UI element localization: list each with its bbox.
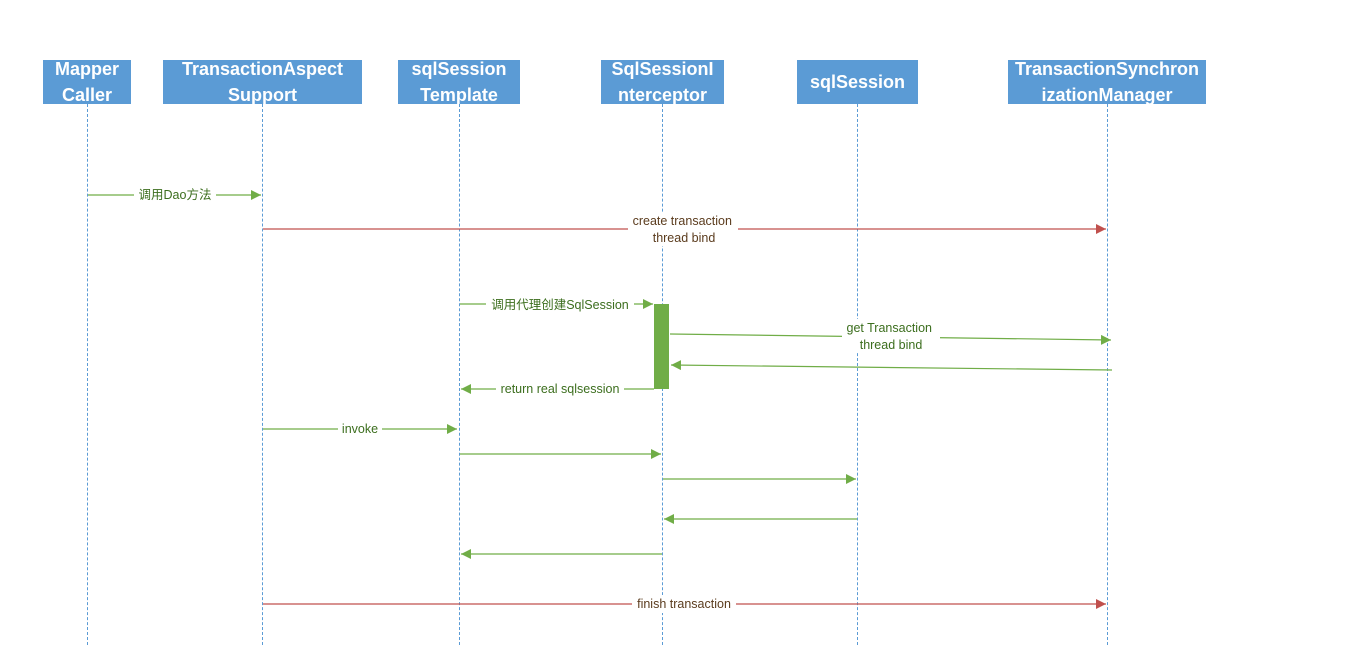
message-create-transaction: create transaction thread bind bbox=[263, 212, 1106, 246]
message-call-dao: 调用Dao方法 bbox=[88, 186, 261, 204]
participant-transaction-aspect-support: TransactionAspect Support bbox=[163, 59, 362, 105]
message-label: invoke bbox=[342, 422, 378, 436]
participant-label: sqlSession Template bbox=[411, 59, 507, 105]
message-return-transaction bbox=[670, 360, 1113, 371]
message-label-line: thread bind bbox=[653, 231, 716, 245]
message-label-line: create transaction bbox=[633, 214, 732, 228]
participant-transaction-synchronization-manager: TransactionSynchron izationManager bbox=[1008, 59, 1206, 105]
lifeline-transaction-aspect-support bbox=[262, 104, 263, 645]
message-label-line: get Transaction bbox=[847, 321, 933, 335]
message-label: 调用Dao方法 bbox=[139, 187, 212, 202]
lifeline-transaction-synchronization-manager bbox=[1107, 104, 1108, 645]
participant-label: SqlSessionI nterceptor bbox=[611, 59, 714, 105]
message-label: get Transaction thread bind bbox=[847, 321, 936, 352]
message-label-line: thread bind bbox=[860, 338, 923, 352]
message-label: create transaction thread bind bbox=[633, 214, 736, 245]
participant-sqlsession-template: sqlSession Template bbox=[398, 59, 520, 105]
participant-label: Mapper Caller bbox=[54, 59, 119, 105]
message-label: 调用代理创建SqlSession bbox=[491, 298, 629, 312]
participant-label: TransactionSynchron izationManager bbox=[1014, 59, 1200, 105]
participant-sqlsession: sqlSession bbox=[797, 60, 918, 104]
message-finish-transaction: finish transaction bbox=[263, 595, 1106, 613]
message-label: return real sqlsession bbox=[501, 382, 620, 396]
message-label: finish transaction bbox=[637, 597, 731, 611]
participant-label: TransactionAspect Support bbox=[181, 59, 344, 105]
message-proxy-create: 调用代理创建SqlSession bbox=[460, 295, 653, 313]
participant-label: sqlSession bbox=[809, 72, 906, 92]
lifeline-sqlsession bbox=[857, 104, 858, 645]
message-get-transaction: get Transaction thread bind bbox=[669, 319, 1112, 353]
message-invoke: invoke bbox=[263, 420, 457, 438]
message-return-real-sqlsession: return real sqlsession bbox=[461, 380, 654, 398]
lifeline-mapper-caller bbox=[87, 104, 88, 645]
participant-sqlsession-interceptor: SqlSessionI nterceptor bbox=[601, 59, 724, 105]
lifeline-sqlsession-template bbox=[459, 104, 460, 645]
activation-bar bbox=[654, 304, 669, 389]
participant-mapper-caller: Mapper Caller bbox=[43, 59, 131, 105]
